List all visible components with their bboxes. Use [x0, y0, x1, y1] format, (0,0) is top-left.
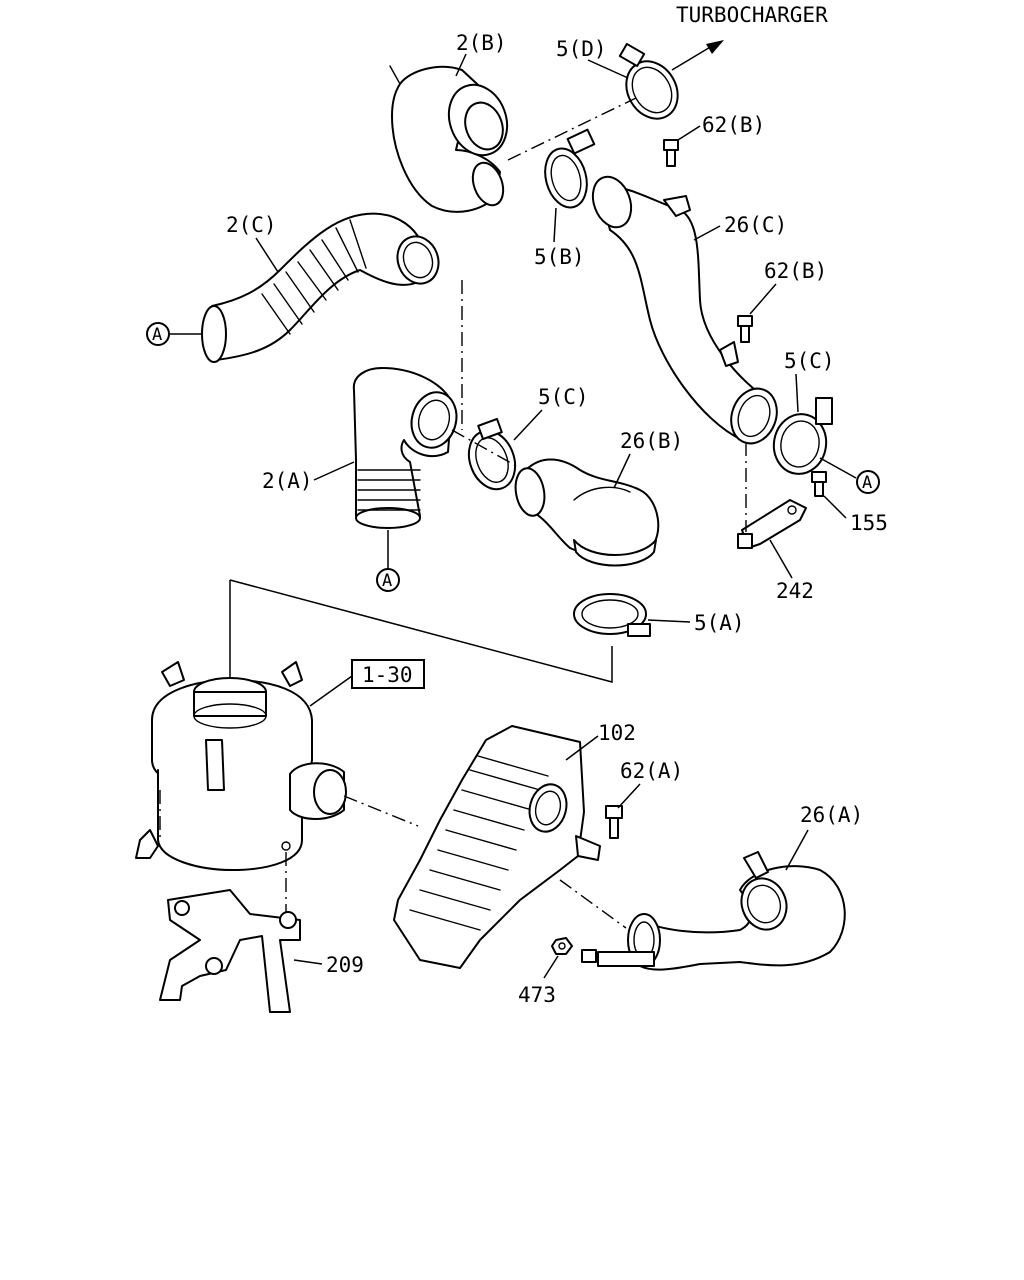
bolt-155 [811, 471, 827, 497]
callout-2a: 2(A) [262, 469, 313, 493]
svg-text:A: A [152, 325, 162, 345]
pipe-26a [597, 851, 846, 971]
bracket-209 [159, 889, 301, 1013]
pipe-26c [591, 175, 778, 445]
hose-2c [201, 212, 440, 363]
callout-62a: 62(A) [620, 759, 683, 783]
callout-155: 155 [850, 511, 888, 535]
callout-26a: 26(A) [800, 803, 863, 827]
clamp-5b [544, 128, 596, 209]
air-cleaner [135, 661, 347, 871]
callout-2c: 2(C) [226, 213, 277, 237]
callout-26b: 26(B) [620, 429, 683, 453]
callout-62b-top: 62(B) [702, 113, 765, 137]
callout-102: 102 [598, 721, 636, 745]
svg-text:A: A [862, 473, 872, 493]
reference-box-1-30 [351, 659, 425, 689]
callout-242: 242 [776, 579, 814, 603]
callout-209: 209 [326, 953, 364, 977]
reference-marker-a-right: A [856, 470, 880, 494]
callout-5c-left: 5(C) [538, 385, 589, 409]
callout-5b: 5(B) [534, 245, 585, 269]
turbocharger-direction-arrow [671, 40, 724, 71]
hose-2a [352, 367, 458, 529]
svg-text:A: A [382, 571, 392, 591]
elbow-26b [514, 458, 660, 567]
bolt-62b-mid [737, 315, 753, 343]
clamp-5c-left [467, 418, 517, 491]
intercooler-102 [393, 725, 601, 969]
hose-2b [389, 65, 509, 213]
callout-5c-right: 5(C) [784, 349, 835, 373]
reference-marker-a-left: A [146, 322, 170, 346]
bracket-242 [737, 499, 807, 549]
turbocharger-label: TURBOCHARGER [676, 3, 828, 27]
reference-marker-a-bottom: A [376, 568, 400, 592]
callout-473: 473 [518, 983, 556, 1007]
callout-5d: 5(D) [556, 37, 607, 61]
callout-62b-mid: 62(B) [764, 259, 827, 283]
callout-2b: 2(B) [456, 31, 507, 55]
callout-ref-1-30: 1-30 [362, 663, 413, 687]
clamp-5a [573, 593, 651, 637]
bolt-62b-top [663, 139, 679, 167]
callout-5a: 5(A) [694, 611, 745, 635]
callout-26c: 26(C) [724, 213, 787, 237]
clamp-5d [618, 42, 679, 120]
bolt-62a [605, 805, 623, 839]
clamp-5c-right [772, 397, 833, 475]
nut-473 [551, 937, 597, 963]
